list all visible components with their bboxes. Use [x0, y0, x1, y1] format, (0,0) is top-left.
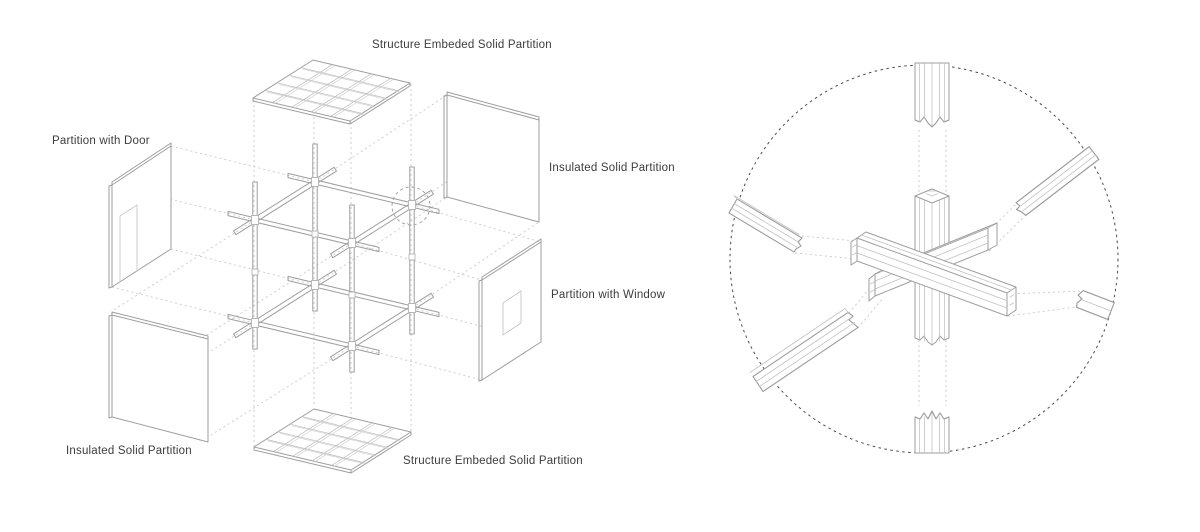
detail-beam-downright [850, 231, 1017, 317]
detail-post-segment-top [914, 62, 950, 128]
detail-beam-piece-lower-right [1076, 290, 1115, 320]
joint-detail-view [728, 62, 1119, 454]
joint-callout-circle [391, 186, 431, 226]
detail-beam-piece-upper-left [728, 195, 803, 253]
insulated-panel-lower-left [108, 311, 209, 443]
partition-with-window-panel [478, 238, 542, 382]
partition-with-door-panel [108, 142, 172, 289]
detail-beam-piece-lower-left [749, 308, 859, 392]
insulated-panel-upper-right [443, 91, 540, 223]
detail-beam-piece-upper-right [1015, 146, 1100, 216]
label-top-structure-embeded-solid-partition: Structure Embeded Solid Partition [372, 39, 552, 51]
label-bottom-structure-embeded-solid-partition: Structure Embeded Solid Partition [403, 455, 583, 467]
upper-rails [227, 166, 440, 259]
label-partition-with-door: Partition with Door [52, 135, 150, 147]
detail-post-segment-bottom [914, 410, 950, 454]
lower-rails [227, 269, 440, 362]
label-insulated-solid-partition-left: Insulated Solid Partition [66, 445, 192, 457]
posts [252, 143, 415, 373]
structural-frame [227, 143, 440, 373]
joint-sleeves [251, 177, 416, 351]
label-insulated-solid-partition-right: Insulated Solid Partition [549, 162, 675, 174]
top-grid-panel [252, 59, 411, 125]
label-partition-with-window: Partition with Window [551, 289, 666, 301]
bottom-grid-panel [253, 408, 412, 474]
